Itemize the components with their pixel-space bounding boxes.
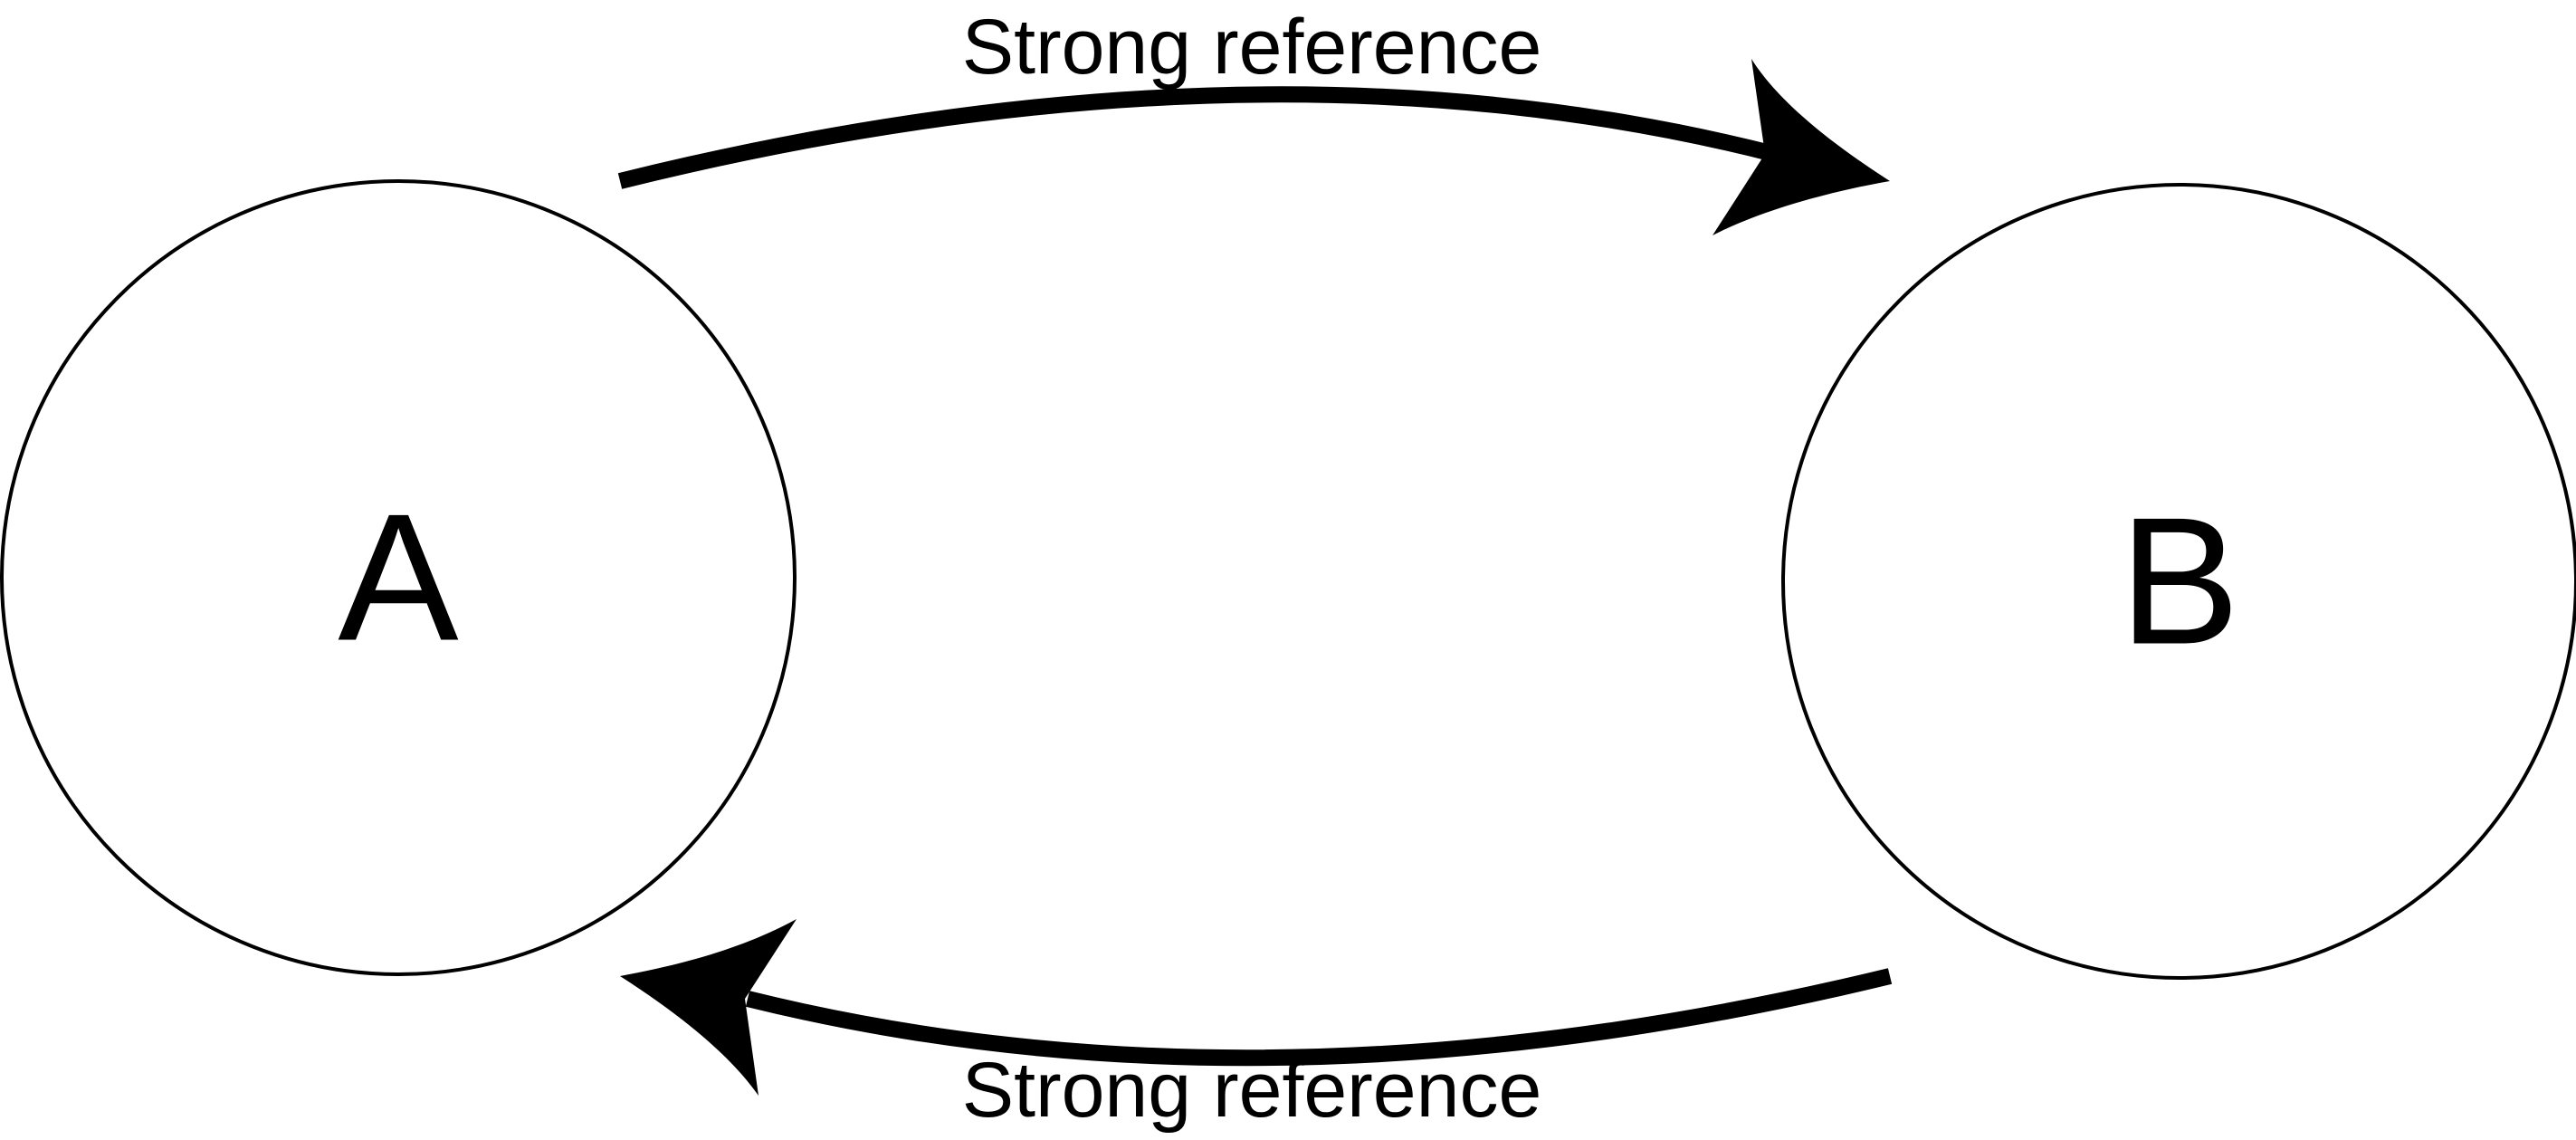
edge-b-to-a-line [745,968,1893,1067]
edge-b-to-a-label: Strong reference [962,1047,1542,1134]
edge-a-to-b-label: Strong reference [962,4,1542,91]
node-b-circle [1781,183,2576,980]
node-a-label: A [338,477,459,679]
edge-b-to-a: Strong reference [620,919,1893,1134]
node-b: B [1781,183,2576,980]
edge-a-to-b-arrowhead [1713,59,1890,235]
node-a-circle [0,179,797,976]
edge-b-to-a-arrowhead [620,919,797,1096]
node-a: A [0,179,797,976]
edge-a-to-b-line [617,86,1777,189]
edge-a-to-b: Strong reference [617,4,1890,235]
node-b-label: B [2119,481,2239,683]
